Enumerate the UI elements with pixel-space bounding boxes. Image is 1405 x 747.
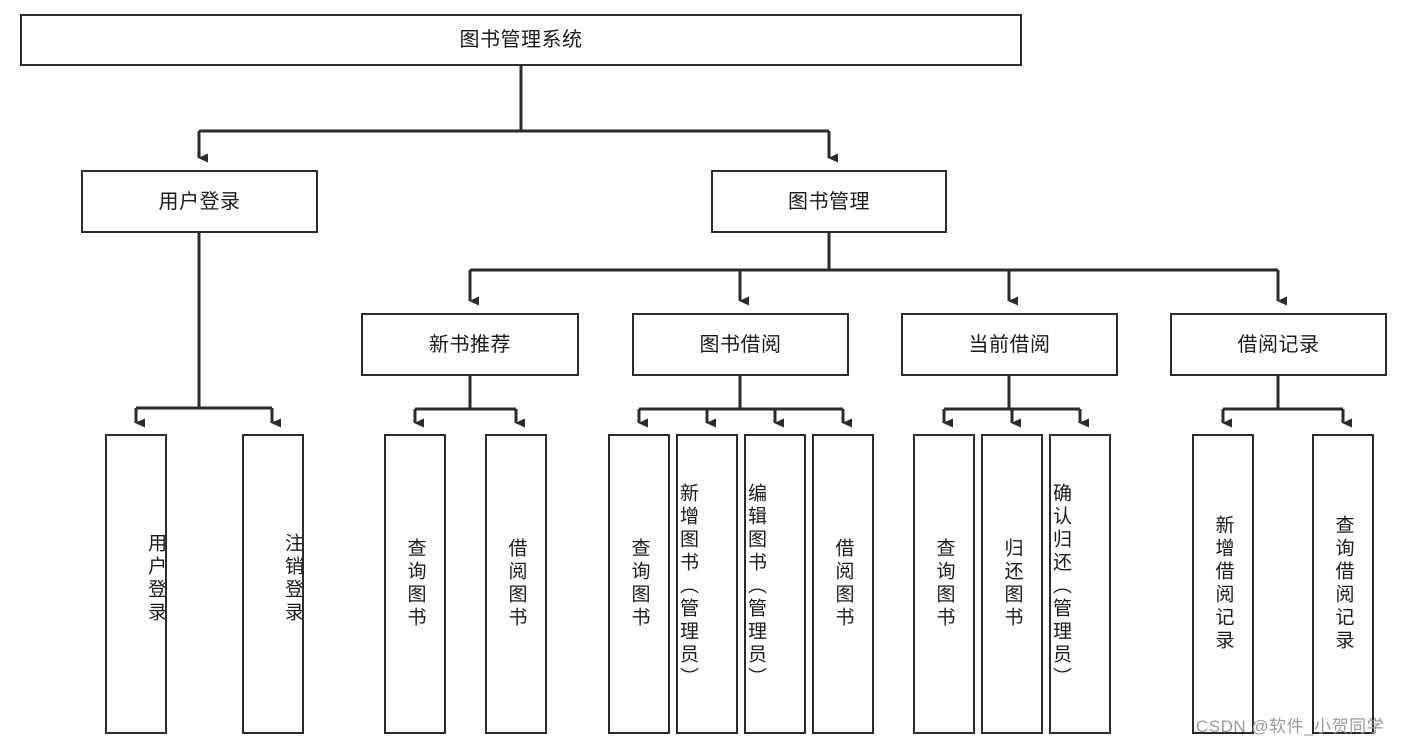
node-leaf-query-book-3-label: 查询图书 — [933, 538, 955, 630]
node-leaf-query-book-1[interactable]: 查询图书 — [384, 434, 446, 734]
node-new-book-recommend-label: 新书推荐 — [429, 333, 511, 356]
node-leaf-confirm-return[interactable]: 确认归还（管理员） — [1049, 434, 1111, 734]
node-leaf-add-record-label: 新增借阅记录 — [1212, 515, 1234, 653]
node-leaf-edit-book[interactable]: 编辑图书（管理员） — [744, 434, 806, 734]
node-book-manage[interactable]: 图书管理 — [711, 170, 947, 233]
node-book-borrow[interactable]: 图书借阅 — [632, 313, 849, 376]
csdn-watermark: CSDN @软件_小贺同学 — [1196, 717, 1385, 736]
node-root[interactable]: 图书管理系统 — [20, 14, 1022, 66]
node-leaf-borrow-book-2[interactable]: 借阅图书 — [812, 434, 874, 734]
node-leaf-logout-label: 注销登录 — [282, 533, 303, 625]
node-leaf-user-login[interactable]: 用户登录 — [105, 434, 167, 734]
node-leaf-return-book-label: 归还图书 — [1001, 538, 1023, 630]
node-leaf-query-book-1-label: 查询图书 — [404, 538, 426, 630]
node-user-login[interactable]: 用户登录 — [81, 170, 318, 233]
node-borrow-record[interactable]: 借阅记录 — [1170, 313, 1387, 376]
node-user-login-label: 用户登录 — [158, 190, 241, 213]
node-leaf-user-login-label: 用户登录 — [145, 533, 166, 625]
node-leaf-query-record-label: 查询借阅记录 — [1332, 515, 1354, 653]
node-leaf-query-record[interactable]: 查询借阅记录 — [1312, 434, 1374, 734]
node-current-borrow[interactable]: 当前借阅 — [901, 313, 1118, 376]
node-book-manage-label: 图书管理 — [788, 190, 870, 213]
node-leaf-borrow-book-1[interactable]: 借阅图书 — [485, 434, 547, 734]
node-leaf-confirm-return-label: 确认归还（管理员） — [1050, 482, 1071, 690]
node-borrow-record-label: 借阅记录 — [1237, 333, 1320, 356]
node-leaf-query-book-2[interactable]: 查询图书 — [608, 434, 670, 734]
node-leaf-borrow-book-2-label: 借阅图书 — [832, 538, 854, 630]
node-leaf-add-book-label: 新增图书（管理员） — [677, 482, 698, 690]
node-leaf-add-record[interactable]: 新增借阅记录 — [1192, 434, 1254, 734]
node-leaf-borrow-book-1-label: 借阅图书 — [505, 538, 527, 630]
node-current-borrow-label: 当前借阅 — [968, 333, 1051, 356]
node-leaf-query-book-3[interactable]: 查询图书 — [913, 434, 975, 734]
node-new-book-recommend[interactable]: 新书推荐 — [361, 313, 579, 376]
node-root-label: 图书管理系统 — [459, 29, 583, 51]
node-leaf-logout[interactable]: 注销登录 — [242, 434, 304, 734]
node-book-borrow-label: 图书借阅 — [699, 333, 782, 356]
node-leaf-query-book-2-label: 查询图书 — [628, 538, 650, 630]
node-leaf-edit-book-label: 编辑图书（管理员） — [745, 482, 766, 690]
node-leaf-add-book[interactable]: 新增图书（管理员） — [676, 434, 738, 734]
node-leaf-return-book[interactable]: 归还图书 — [981, 434, 1043, 734]
